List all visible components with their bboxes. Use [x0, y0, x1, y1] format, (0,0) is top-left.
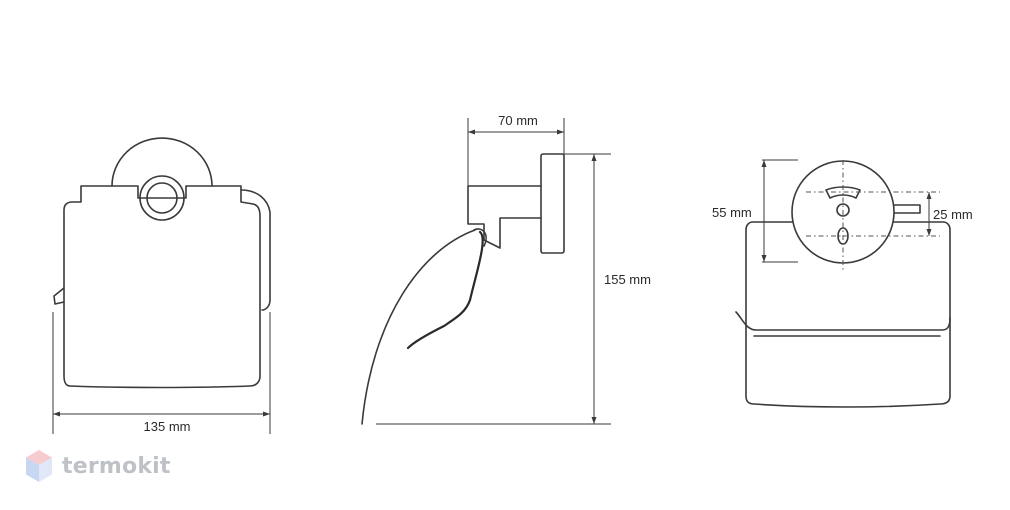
- front-arm: [240, 189, 271, 311]
- brand-name: termokit: [62, 453, 171, 479]
- side-arm: [406, 230, 484, 350]
- side-view: 70 mm 155 mm: [361, 113, 651, 425]
- back-arm: [889, 204, 921, 214]
- back-view: 55 mm 25 mm: [712, 159, 973, 408]
- front-rosette: [111, 137, 213, 187]
- back-diameter-label: 55 mm: [712, 205, 752, 220]
- front-width-label: 135 mm: [144, 419, 191, 434]
- hexagon-cube-icon: [26, 450, 52, 482]
- back-upper-hole: [836, 203, 850, 217]
- brand-watermark: termokit: [24, 446, 171, 486]
- back-bar: [735, 311, 951, 331]
- back-spacing-label: 25 mm: [933, 207, 973, 222]
- side-height-label: 155 mm: [604, 272, 651, 287]
- front-knob-outer: [139, 175, 185, 221]
- front-cover: [63, 185, 261, 389]
- back-top-slot: [825, 186, 861, 199]
- back-cover: [745, 221, 951, 408]
- front-knob-inner: [146, 182, 178, 214]
- side-depth-label: 70 mm: [498, 113, 538, 128]
- side-bracket: [467, 185, 542, 249]
- side-arm-loop: [473, 228, 487, 247]
- side-paper-curve: [361, 229, 476, 425]
- front-view: 135 mm: [52, 137, 271, 434]
- side-wall-plate: [540, 153, 565, 254]
- front-left-tab: [53, 287, 65, 305]
